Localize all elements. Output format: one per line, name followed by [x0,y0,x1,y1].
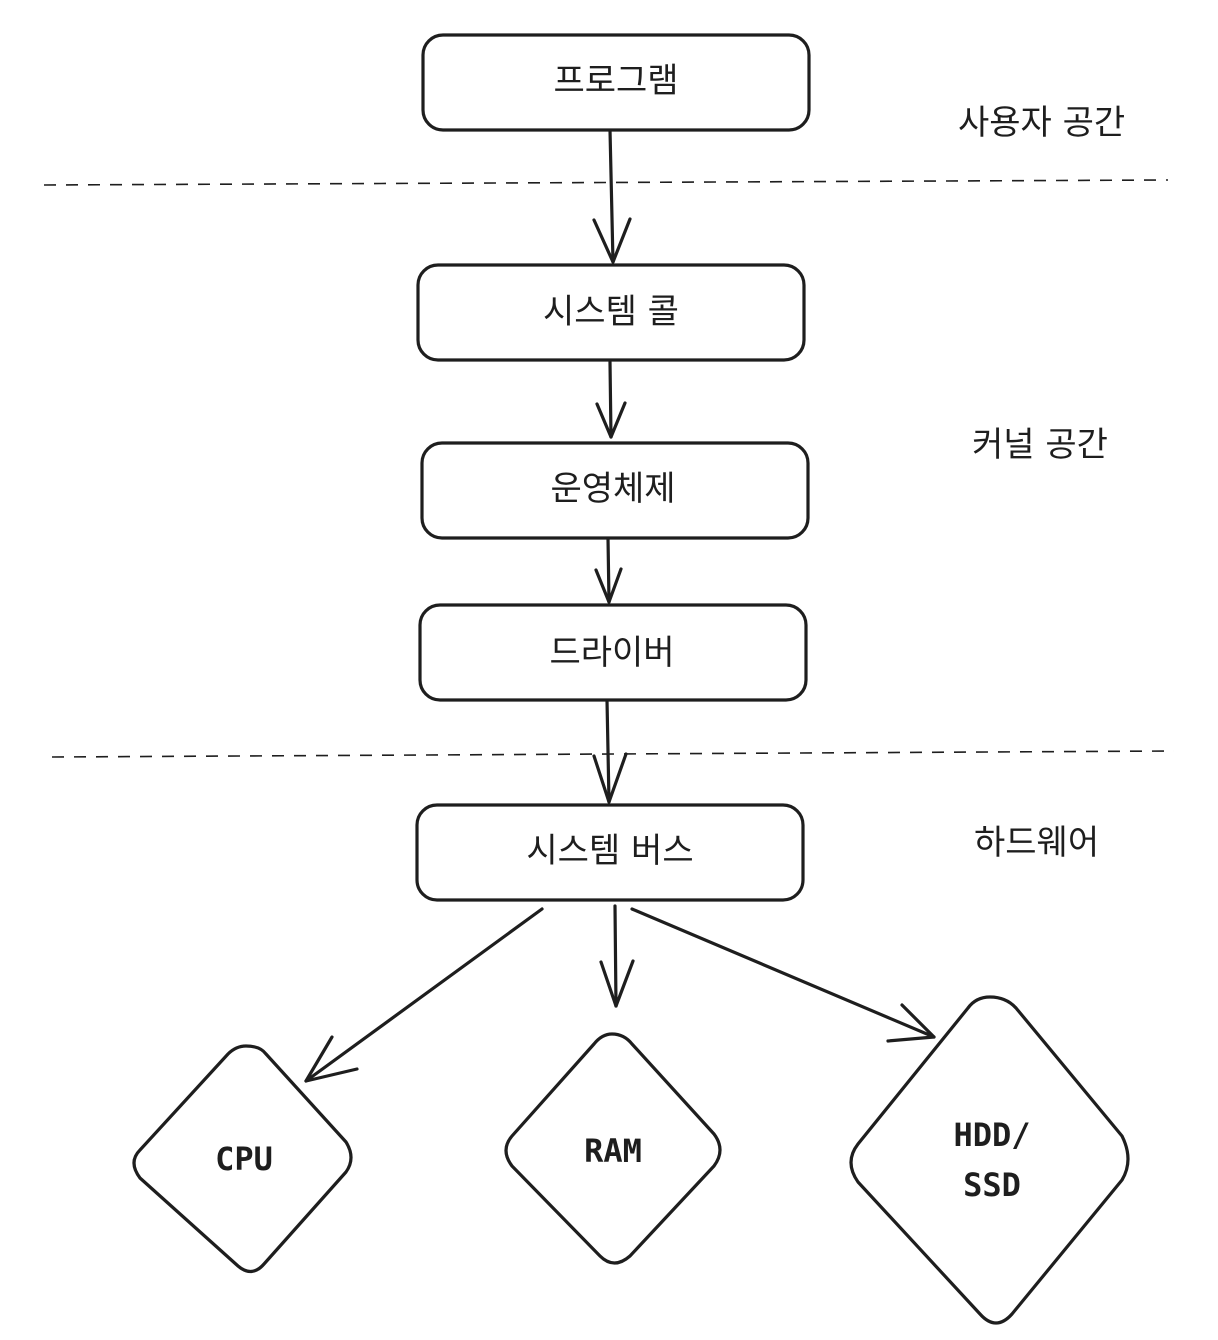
os-box: 운영체제 [420,441,810,540]
program-label: 프로그램 [553,61,678,101]
zone-label-user-space: 사용자 공간 [958,103,1125,143]
storage-label-line2: SSD [963,1166,1021,1204]
arrow-bus-to-ram [599,904,635,1008]
ram-diamond: RAM [504,1032,722,1265]
arrow-os-to-driver [594,536,623,604]
cpu-label: CPU [215,1140,273,1178]
driver-label: 드라이버 [549,633,674,673]
arrow-syscall-to-os [595,360,627,439]
driver-box: 드라이버 [418,603,808,702]
cpu-diamond: CPU [132,1044,353,1274]
storage-label-line1: HDD/ [953,1116,1030,1154]
user-kernel-boundary [43,179,1169,186]
system-call-box: 시스템 콜 [416,263,806,362]
zone-label-kernel-space: 커널 공간 [972,425,1108,465]
program-box: 프로그램 [421,33,811,132]
arrow-program-to-syscall [592,128,632,264]
os-label: 운영체제 [550,469,675,509]
arrow-bus-to-storage [630,907,936,1043]
storage-diamond: HDD/ SSD [849,995,1130,1325]
arrow-driver-to-bus [592,698,628,804]
zone-label-hardware: 하드웨어 [974,823,1099,863]
kernel-hardware-boundary [51,750,1175,758]
arrow-bus-to-cpu [304,907,544,1083]
system-call-label: 시스템 콜 [543,292,679,332]
system-bus-box: 시스템 버스 [415,803,805,902]
system-bus-label: 시스템 버스 [526,831,693,871]
ram-label: RAM [584,1132,642,1170]
